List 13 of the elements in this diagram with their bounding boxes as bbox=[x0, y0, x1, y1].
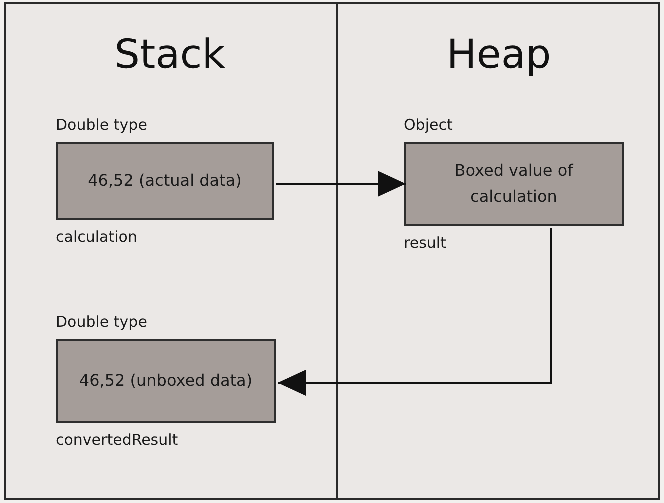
variable-name: convertedResult bbox=[56, 431, 178, 449]
panel-title: Heap bbox=[446, 32, 552, 78]
variable-name: result bbox=[404, 234, 446, 252]
value-text: Boxed value of calculation bbox=[454, 160, 574, 208]
value-text: 46,52 (unboxed data) bbox=[79, 370, 253, 392]
arrow bbox=[278, 228, 552, 396]
arrow bbox=[276, 171, 406, 197]
type-label: Object bbox=[404, 116, 453, 134]
type-label: Double type bbox=[56, 313, 148, 331]
value-text: 46,52 (actual data) bbox=[88, 170, 242, 192]
type-label: Double type bbox=[56, 116, 148, 134]
panel-title: Stack bbox=[114, 32, 226, 78]
variable-name: calculation bbox=[56, 228, 138, 246]
